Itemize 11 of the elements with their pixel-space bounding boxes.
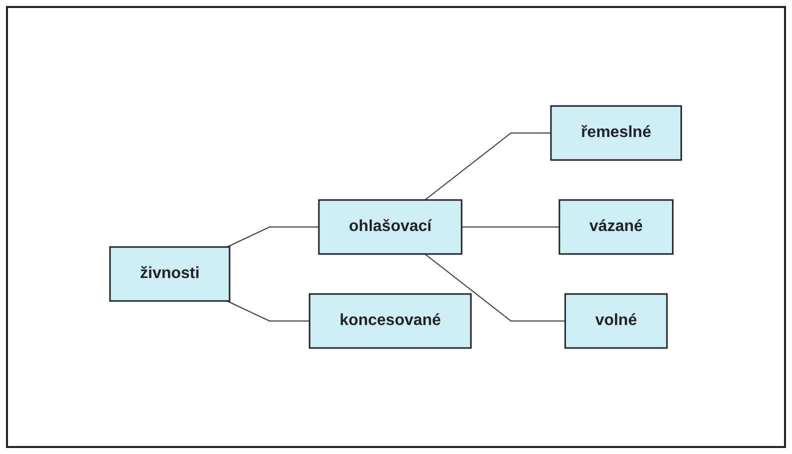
connector bbox=[424, 132, 552, 200]
node-box: vázané bbox=[559, 199, 674, 255]
node-box: koncesované bbox=[309, 293, 472, 349]
node-box: řemeslné bbox=[550, 105, 682, 161]
node-box: živnosti bbox=[110, 246, 231, 302]
connector bbox=[424, 254, 566, 322]
node-box: ohlašovací bbox=[318, 199, 463, 255]
node-box: volné bbox=[564, 293, 668, 349]
connector bbox=[462, 226, 560, 228]
connector bbox=[227, 226, 320, 248]
connector bbox=[227, 300, 310, 322]
